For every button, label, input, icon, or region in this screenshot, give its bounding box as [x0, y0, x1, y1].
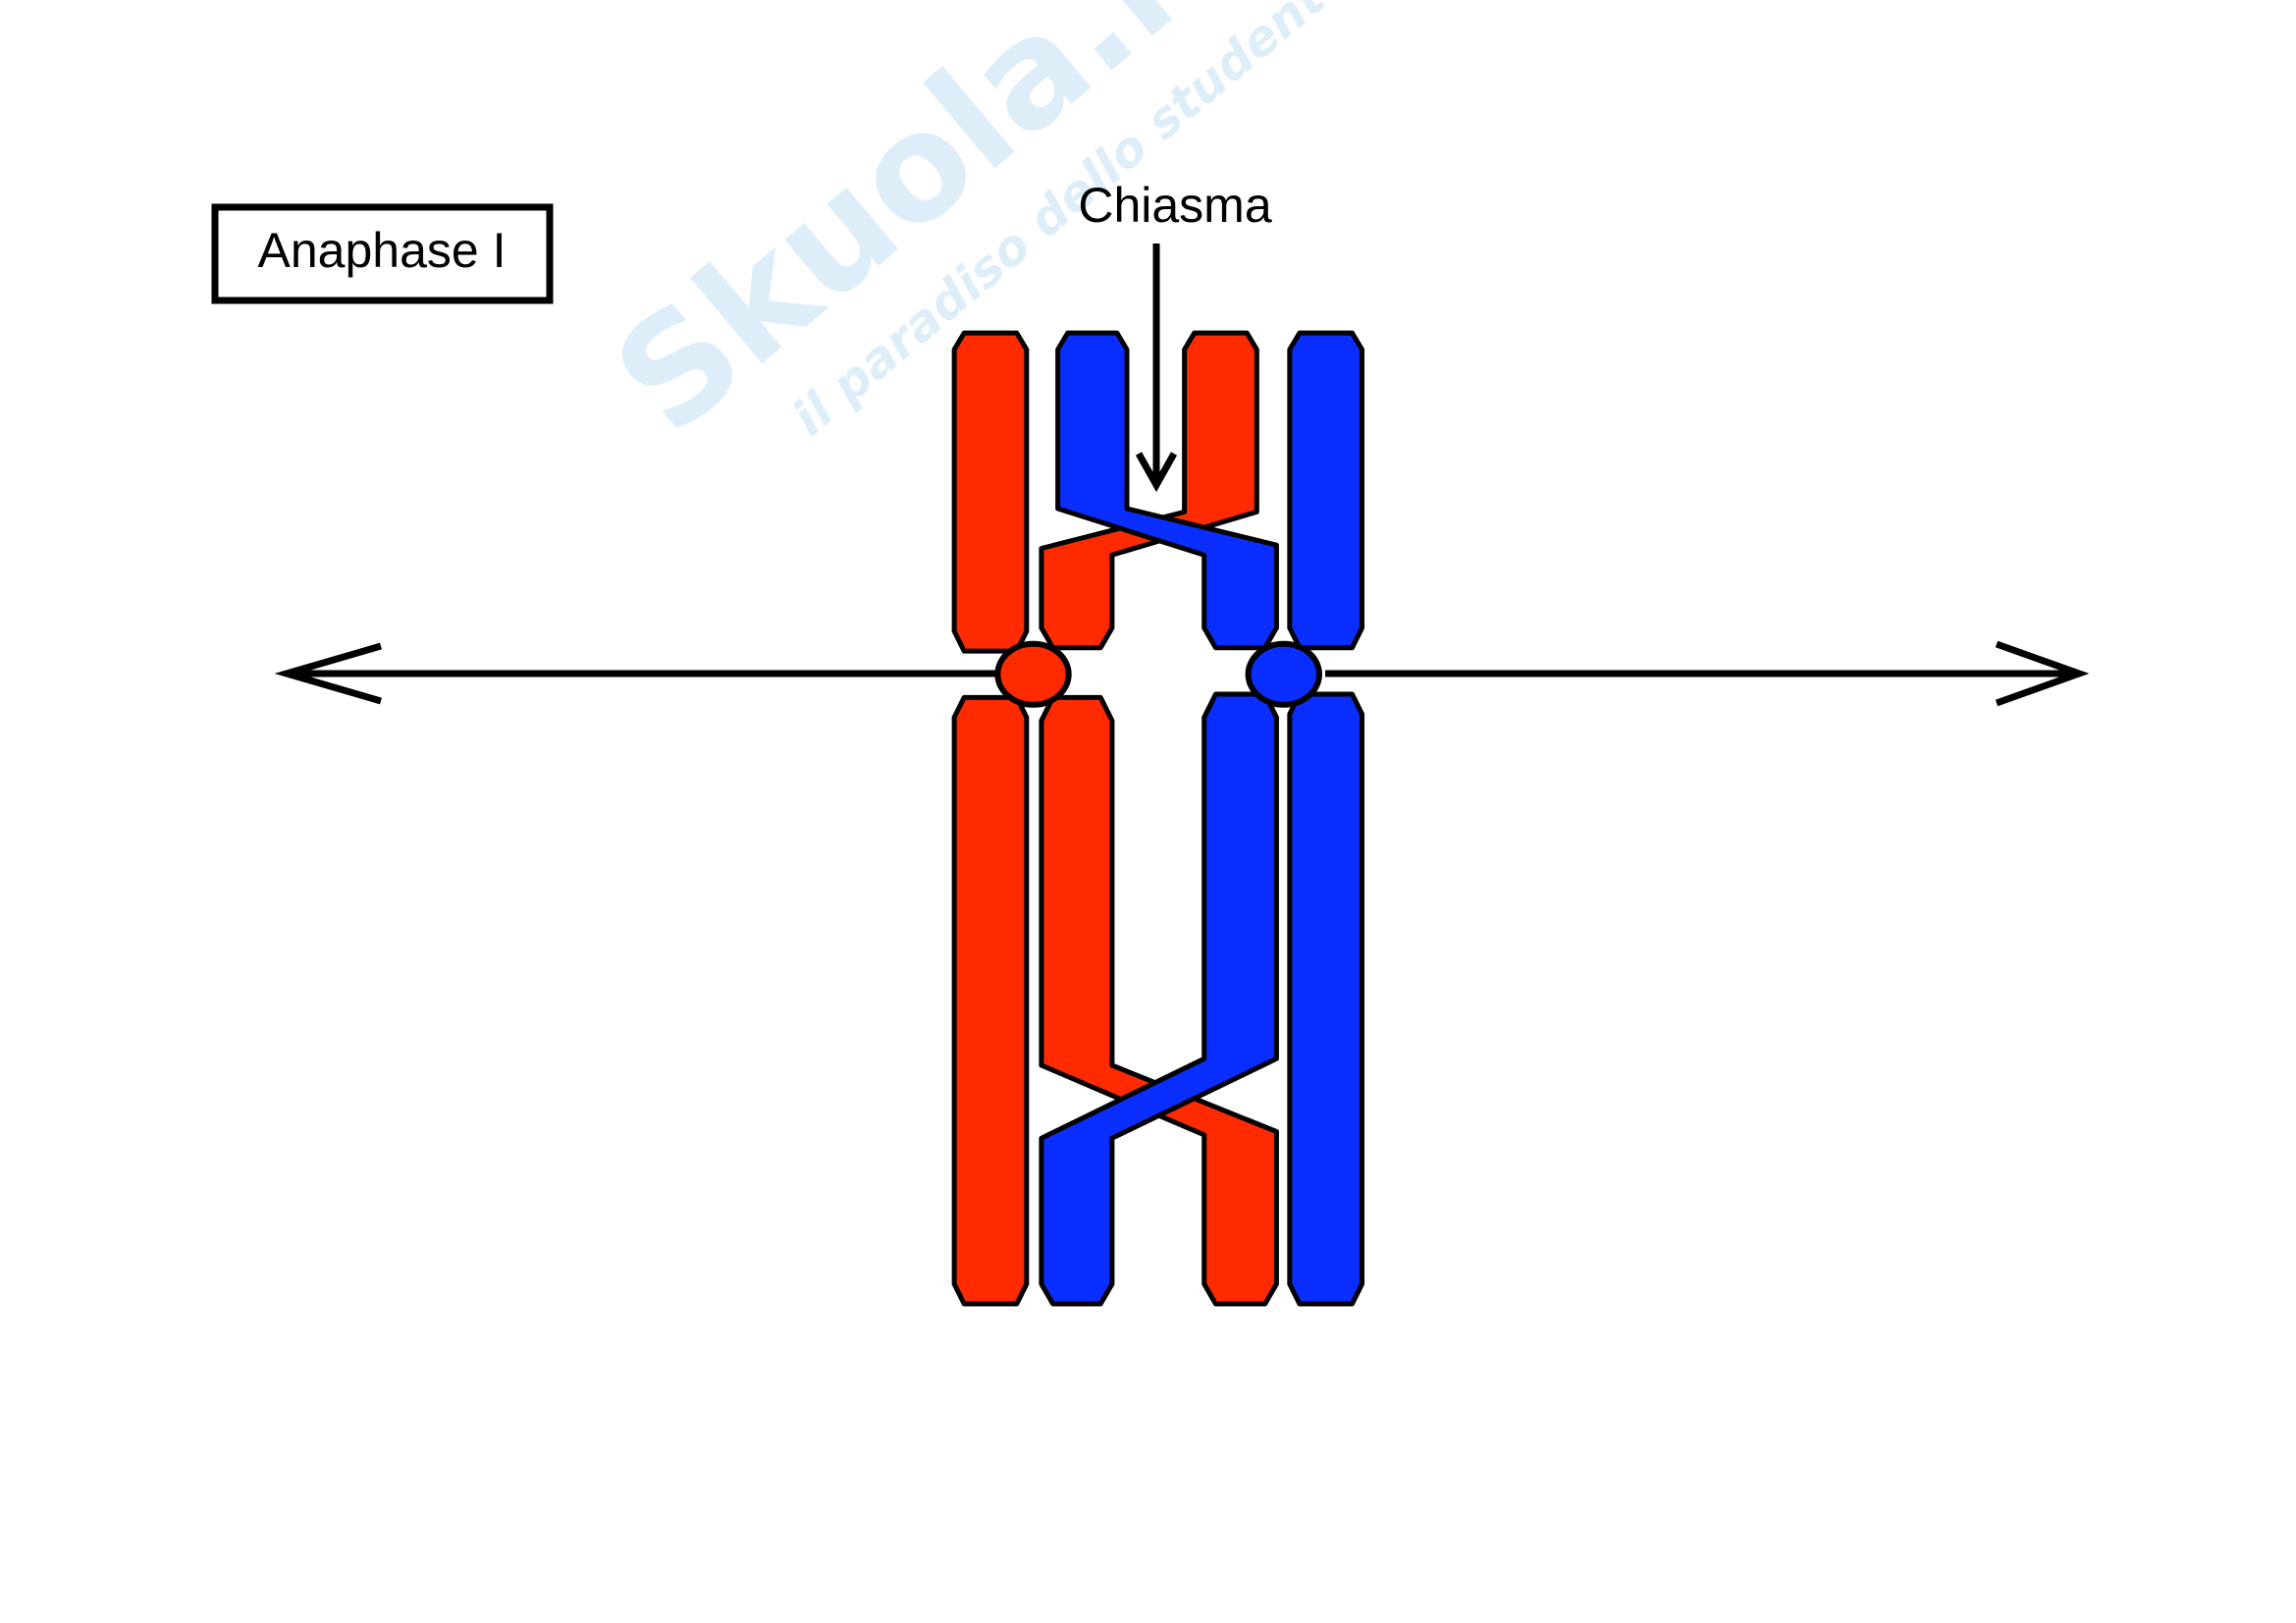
blue-chromatid-4-upper: [1290, 333, 1362, 648]
blue-centromere: [1249, 644, 1319, 705]
blue-crossover-upper: [1058, 333, 1277, 648]
red-crossover-upper: [1041, 333, 1256, 648]
stage-label: Anaphase I: [258, 223, 507, 278]
red-crossover-lower: [1041, 697, 1277, 1304]
red-chromatid-1-lower: [954, 697, 1027, 1304]
stage-label-box: Anaphase I: [211, 203, 554, 304]
red-chromatid-1-upper: [954, 333, 1027, 651]
blue-chromatid-4-lower: [1290, 694, 1362, 1304]
spindle-arrow-right: [1325, 640, 2090, 707]
chiasma-label: Chiasma: [1078, 178, 1271, 233]
spindle-arrow-left: [274, 642, 1001, 705]
red-centromere: [997, 644, 1068, 705]
chiasma-arrow: [1135, 243, 1178, 493]
